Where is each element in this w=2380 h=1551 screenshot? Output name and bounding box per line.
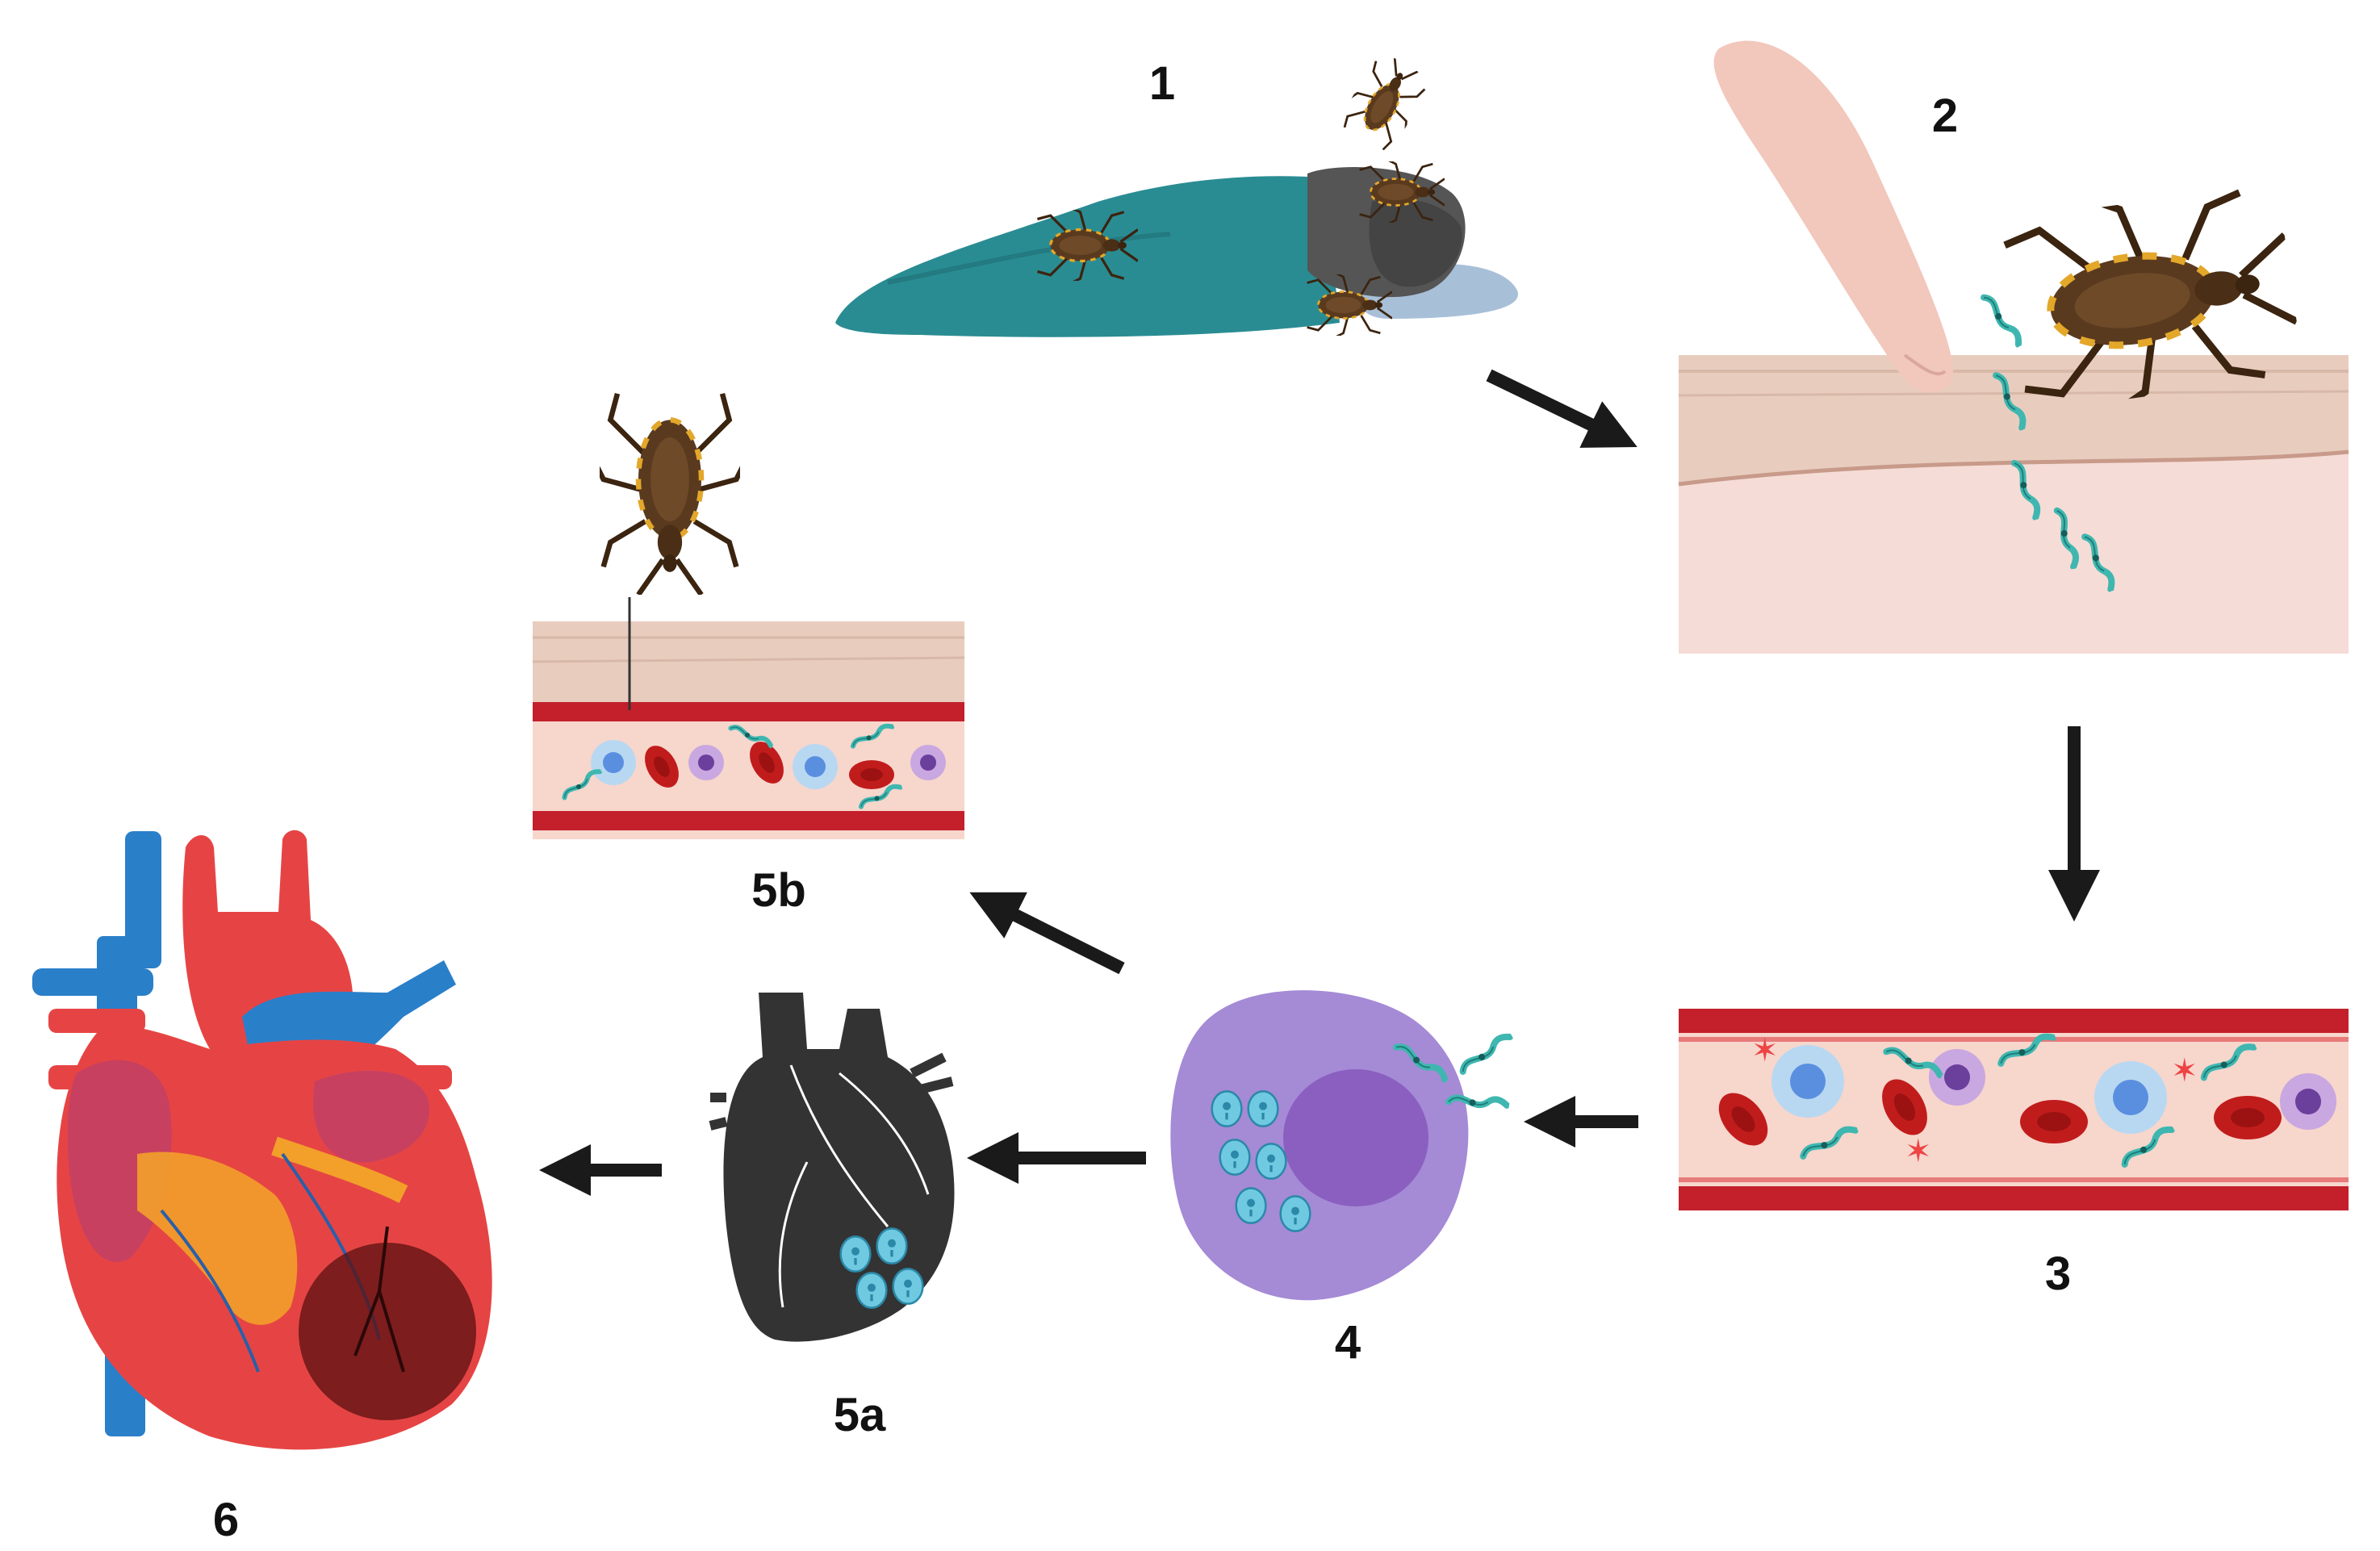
arrow-1-to-2 xyxy=(1486,369,1638,448)
stage-5b-bug-feeding xyxy=(532,394,965,839)
stage-label-3: 3 xyxy=(2044,1248,2072,1300)
skin-epidermis xyxy=(1679,355,2349,484)
amastigote-icon xyxy=(1247,1090,1279,1127)
coronary-fat xyxy=(137,1152,298,1325)
left-atrium xyxy=(313,1070,429,1163)
amastigote-icon xyxy=(839,1235,872,1273)
stage-4-macrophage xyxy=(1170,990,1513,1301)
vessel-wall-top xyxy=(1679,1009,2349,1033)
amastigote-icon xyxy=(1279,1195,1311,1232)
vessel-wall-bottom xyxy=(1679,1186,2349,1210)
stage-label-2: 2 xyxy=(1931,90,1959,142)
red-blood-cell-icon xyxy=(2214,1096,2282,1139)
amastigote-icon xyxy=(876,1227,908,1265)
stage-label-5b: 5b xyxy=(751,864,806,917)
svg-text:✶: ✶ xyxy=(2171,1052,2198,1089)
vessel-wall-bottom xyxy=(533,811,964,830)
amastigote-icon xyxy=(1211,1090,1243,1127)
finger xyxy=(1713,40,1953,393)
amastigote-icon xyxy=(1255,1143,1287,1180)
stage-6-infected-heart xyxy=(32,830,492,1450)
red-blood-cell-icon xyxy=(849,760,894,789)
amastigote-icon xyxy=(1219,1139,1251,1176)
trypanosome-icon xyxy=(1458,1034,1513,1072)
amastigote-icon xyxy=(892,1268,924,1305)
stage-2-skin-bite xyxy=(1678,40,2349,654)
flow-arrows xyxy=(539,369,2100,1196)
stage-5a-heart-silhouette xyxy=(709,993,955,1342)
amastigote-icon xyxy=(1235,1187,1267,1224)
trypanosome-icon xyxy=(1984,292,2022,348)
stage-3-blood-vessel: ✶ ✶ ✶ xyxy=(1679,1009,2349,1210)
svg-text:✶: ✶ xyxy=(1751,1032,1779,1069)
red-blood-cell-icon xyxy=(2020,1100,2088,1143)
svg-text:✶: ✶ xyxy=(1905,1133,1932,1170)
stage-label-1: 1 xyxy=(1148,57,1176,110)
macrophage-nucleus xyxy=(1283,1069,1428,1206)
stage-label-5a: 5a xyxy=(833,1389,886,1441)
stage-1-sleeping-person xyxy=(835,49,1518,337)
vessel-wall-top xyxy=(533,702,964,721)
kissing-bug-icon xyxy=(1335,49,1433,157)
arrow-4-to-5b xyxy=(969,892,1125,975)
kissing-bug-icon xyxy=(593,394,747,595)
vena-cava xyxy=(125,831,161,968)
stage-label-4: 4 xyxy=(1334,1316,1361,1369)
amastigote-icon xyxy=(855,1272,888,1309)
stage-label-6: 6 xyxy=(212,1494,240,1546)
infarct-region xyxy=(299,1243,476,1420)
